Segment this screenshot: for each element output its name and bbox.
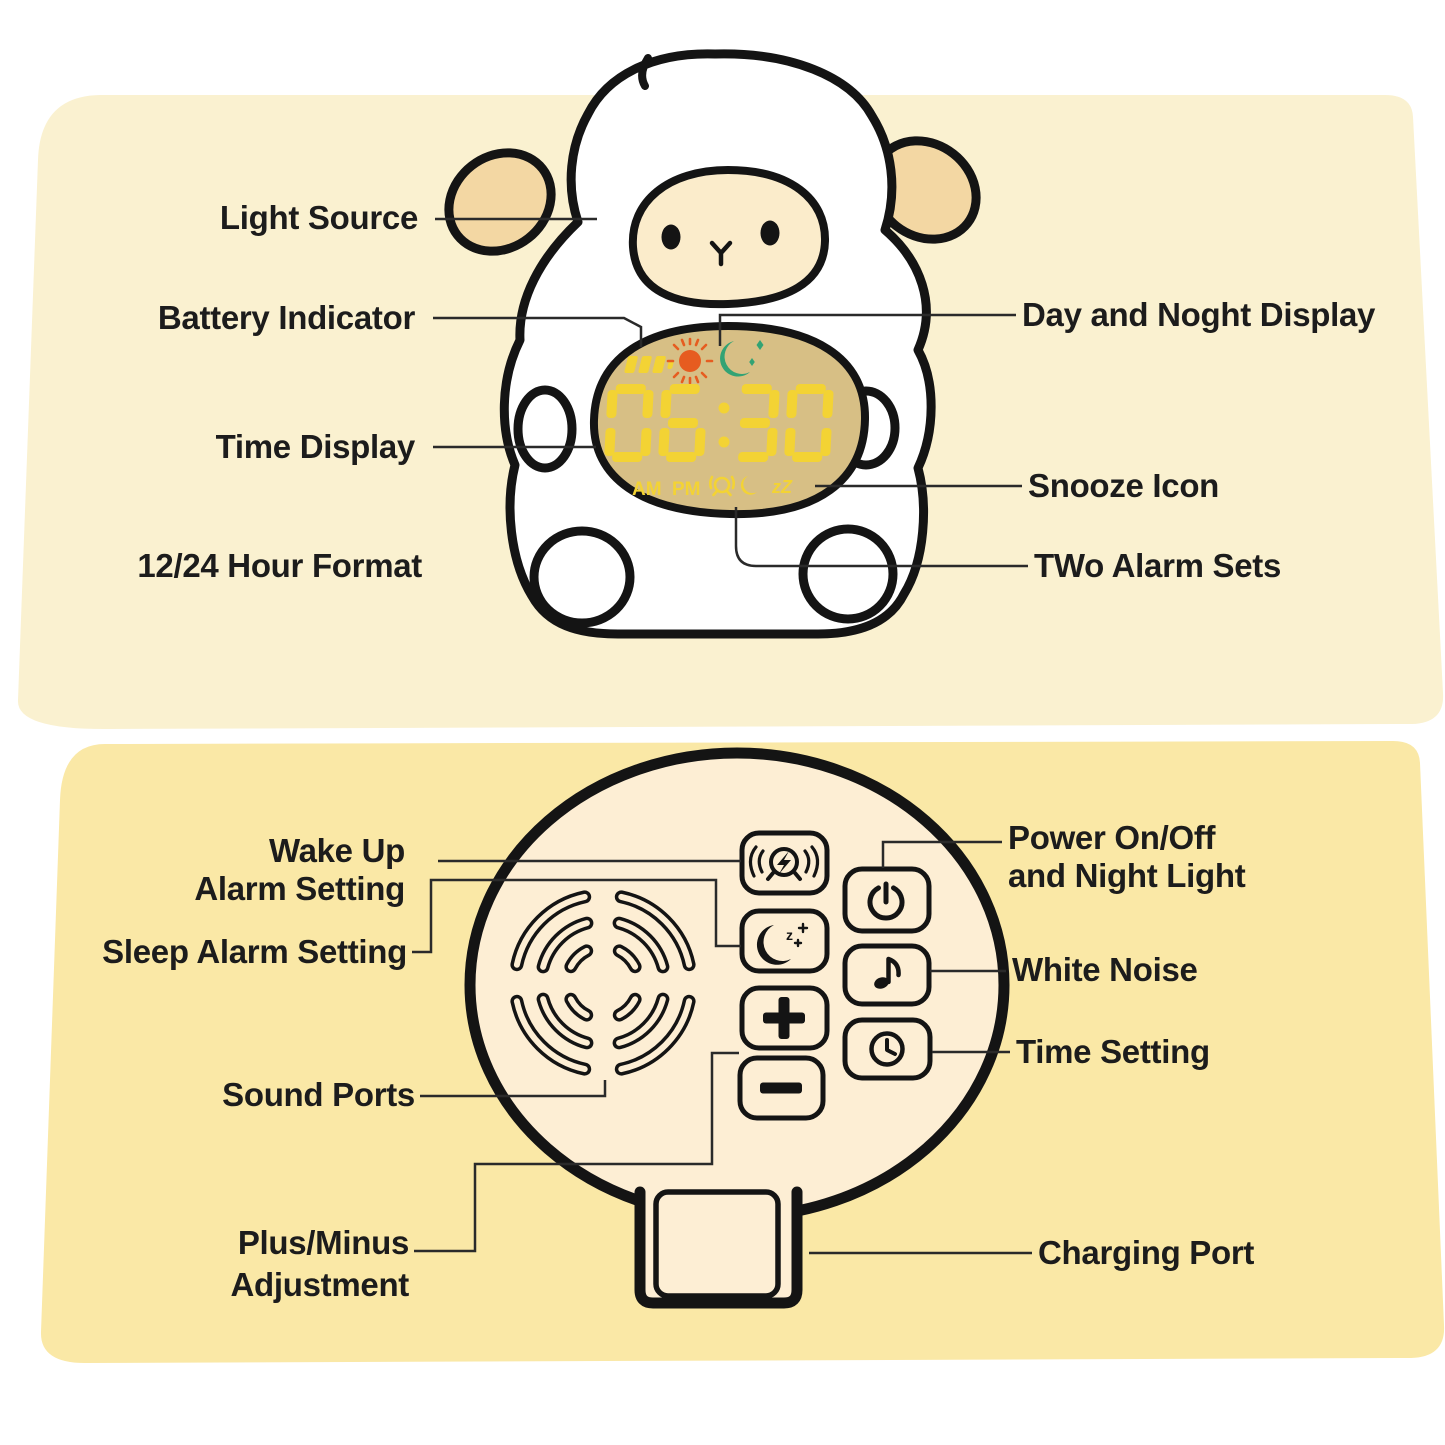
label-power-line1: Power On/Off [1008, 819, 1216, 856]
label-charging-port: Charging Port [1038, 1234, 1255, 1271]
clock-display [589, 322, 870, 519]
am-label: AM [632, 479, 662, 500]
label-power-line2: and Night Light [1008, 857, 1246, 894]
svg-text:z: z [786, 927, 793, 943]
label-wake-up-line1: Wake Up [268, 832, 405, 869]
moon-night-icon [720, 340, 764, 377]
leader-power [881, 840, 1002, 868]
label-white-noise: White Noise [1012, 951, 1198, 988]
label-day-night-display: Day and Noght Display [1022, 296, 1376, 333]
leader-sleep-alarm [412, 878, 741, 954]
alarm-2-moon-icon [740, 476, 757, 495]
label-snooze-icon: Snooze Icon [1028, 467, 1220, 504]
label-adjust-line1: Plus/Minus [237, 1224, 409, 1261]
right-eye [760, 220, 780, 246]
label-wake-up-line2: Alarm Setting [194, 870, 405, 907]
fluff-seam [638, 54, 652, 90]
leader-plus-minus [414, 1051, 739, 1253]
right-foot [798, 524, 898, 624]
label-hour-format: 12/24 Hour Format [137, 547, 422, 584]
label-sleep-alarm: Sleep Alarm Setting [102, 933, 407, 970]
sheep-face [628, 166, 830, 309]
speaker-grille-sound-ports [510, 890, 696, 1076]
sheep-front-view: AM PM zZ [444, 49, 981, 639]
alarm-1-icon [708, 475, 736, 497]
leader-lines [412, 217, 1032, 1255]
left-foot [529, 526, 635, 628]
alarm-ring-icon [748, 845, 820, 881]
label-time-setting: Time Setting [1016, 1033, 1210, 1070]
leader-day-night [718, 313, 1016, 346]
clock-icon [869, 1031, 905, 1067]
nose [709, 240, 733, 267]
battery-icon [624, 356, 674, 373]
time-display-digits [604, 384, 834, 462]
minus-icon [760, 1082, 802, 1094]
plus-icon [763, 997, 805, 1039]
label-two-alarm-sets: TWo Alarm Sets [1034, 547, 1282, 584]
leader-sound-ports [420, 1080, 607, 1098]
label-adjust-line2: Adjustment [230, 1266, 409, 1303]
leader-two-alarms [734, 507, 1028, 568]
label-time-display: Time Display [215, 428, 416, 465]
label-battery-indicator: Battery Indicator [157, 299, 415, 336]
label-light-source: Light Source [219, 199, 418, 236]
left-arm [513, 385, 577, 473]
moon-zz-icon: z [756, 922, 809, 965]
charging-port [653, 1189, 781, 1299]
pm-label: PM [672, 479, 701, 500]
music-note-icon [874, 956, 901, 989]
left-eye [661, 224, 681, 250]
leader-battery-indicator [433, 316, 643, 347]
device-back-view: z [464, 747, 1010, 1309]
sun-day-icon [666, 337, 714, 385]
left-ear [444, 148, 556, 256]
label-sound-ports: Sound Ports [222, 1076, 415, 1113]
snooze-zz-label: zZ [771, 477, 793, 497]
power-icon [867, 881, 905, 921]
